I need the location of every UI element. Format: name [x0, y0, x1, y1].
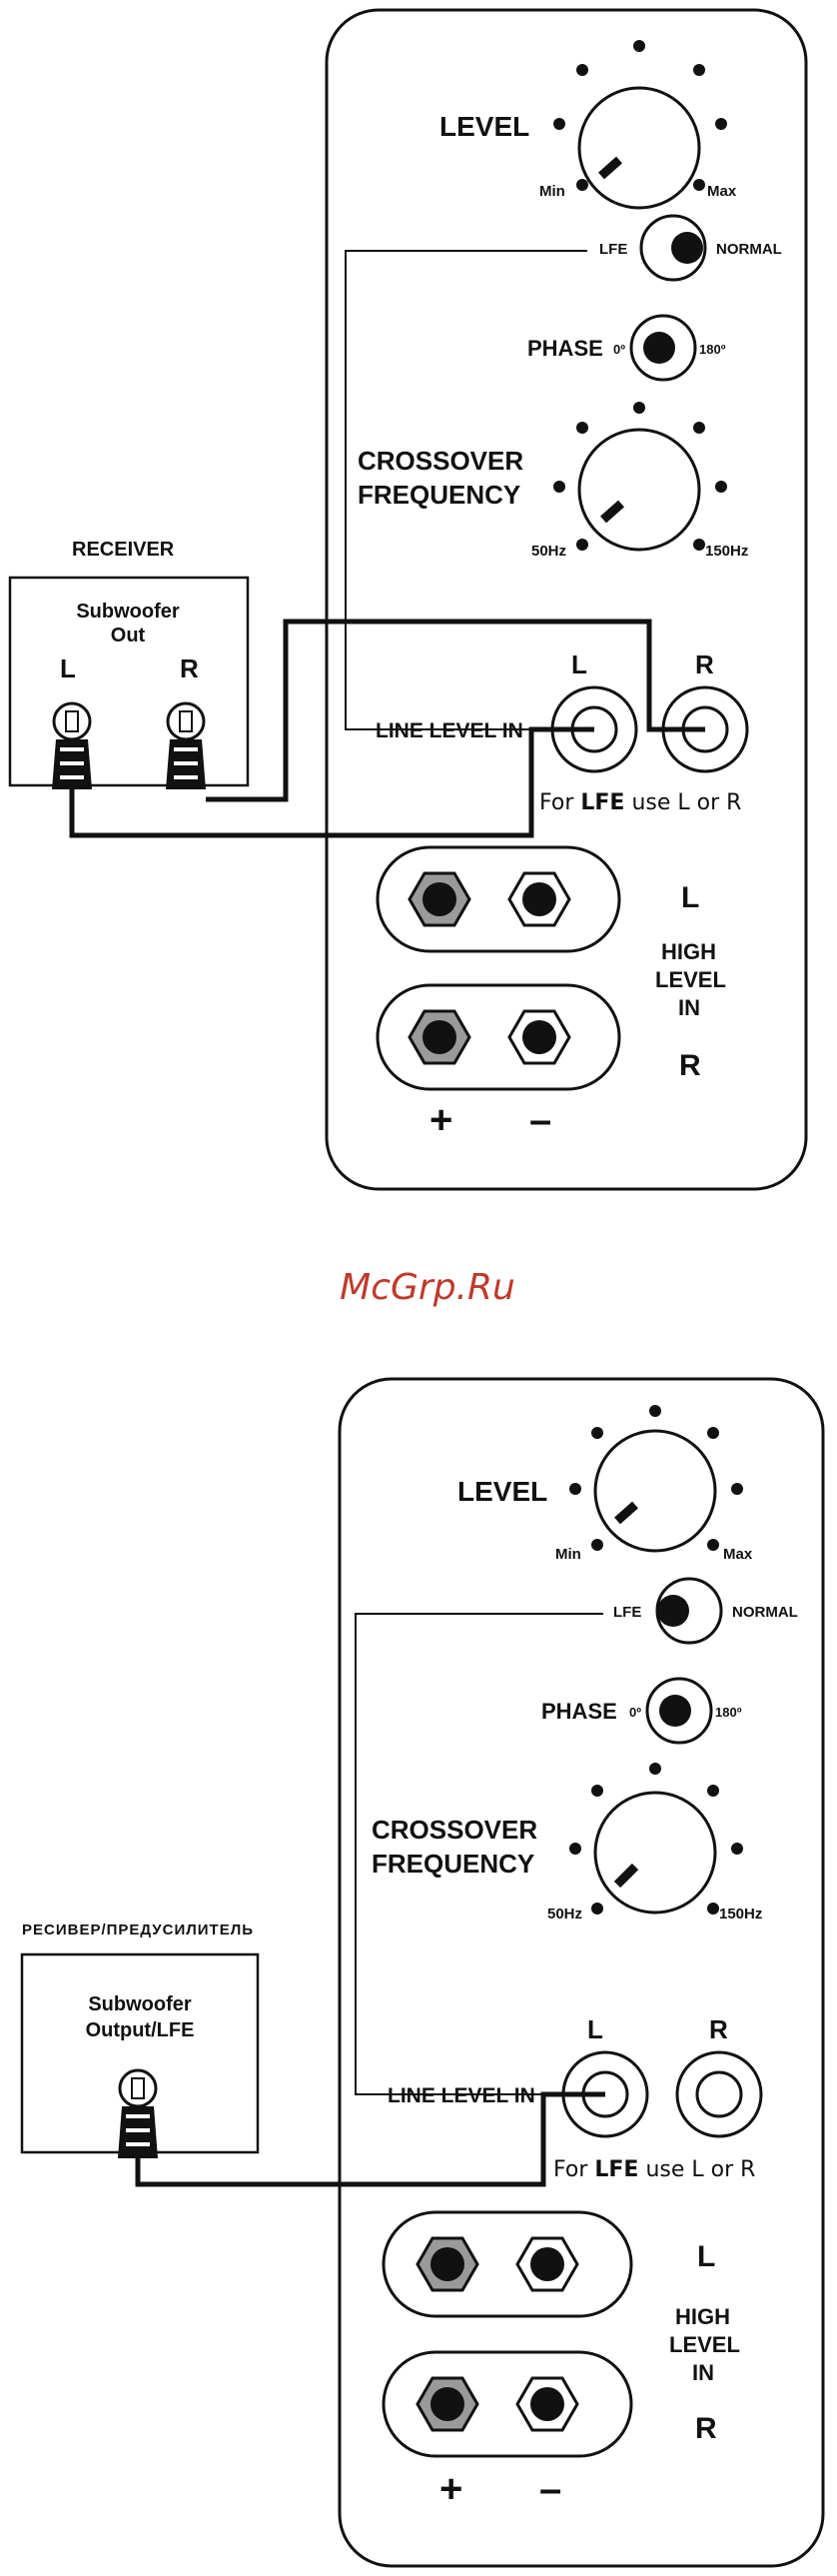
receiver-jack-l-label: L [60, 653, 76, 683]
plus-label: + [429, 1098, 452, 1142]
receiver-line1: Subwoofer [76, 601, 180, 623]
hz150-label: 150Hz [719, 1906, 762, 1923]
level-pointer [614, 1501, 638, 1525]
receiver-line2: Output/LFE [86, 2019, 195, 2041]
high-level-terminals-r [376, 983, 621, 1091]
lfe-normal-switch [655, 1577, 723, 1645]
high-l-label: L [697, 2240, 715, 2273]
level-label: LEVEL [457, 1476, 547, 1507]
rca-plug-l [52, 701, 92, 789]
lfe-normal-switch [639, 214, 707, 282]
high-r-label: R [679, 1049, 701, 1082]
crossover-pointer [613, 1863, 639, 1889]
crossover-label-2: FREQUENCY [358, 480, 520, 510]
phase-switch [629, 314, 697, 382]
crossover-knob [553, 402, 727, 552]
watermark: McGrp.Ru [340, 1267, 515, 1308]
receiver-line2: Out [111, 625, 146, 646]
high-label-2: LEVEL [669, 2332, 740, 2357]
phase-label: PHASE [541, 1699, 617, 1724]
level-pointer [598, 156, 622, 180]
line-r-label: R [709, 2014, 728, 2044]
cables-bottom [135, 1613, 605, 2187]
level-knob [569, 1405, 743, 1553]
receiver-top: RECEIVER Subwoofer Out L R [8, 539, 250, 789]
hz150-label: 150Hz [705, 543, 748, 560]
normal-label: NORMAL [716, 241, 782, 258]
level-label: LEVEL [439, 111, 529, 142]
lfe-guide-line [355, 1613, 603, 2095]
hz50-label: 50Hz [547, 1906, 582, 1923]
level-max-label: Max [723, 1546, 753, 1563]
cable-left [69, 726, 594, 838]
rca-plug-r [166, 701, 206, 789]
line-r-label: R [695, 649, 714, 679]
crossover-label-1: CROSSOVER [358, 446, 523, 476]
cable-right [206, 619, 705, 802]
crossover-knob [569, 1763, 743, 1915]
phase-0-label: 0º [629, 1705, 641, 1720]
line-level-in-label: LINE LEVEL IN [376, 719, 523, 742]
high-level-terminals-r [382, 2350, 633, 2458]
high-level-terminals-l [382, 2210, 633, 2318]
plus-label: + [439, 2467, 462, 2511]
high-label-3: IN [678, 995, 700, 1020]
normal-label: NORMAL [732, 1604, 798, 1621]
crossover-label-2: FREQUENCY [372, 1849, 534, 1879]
phase-switch [645, 1677, 713, 1745]
crossover-pointer [600, 500, 624, 524]
cable-lfe [135, 2091, 605, 2187]
subwoofer-panel-bottom: LEVEL Min Max LFE NORMAL PHASE 0º 180º [338, 1377, 825, 2568]
phase-180-label: 180º [699, 342, 726, 357]
receiver-box [8, 576, 250, 787]
line-jack-r [675, 2050, 763, 2138]
phase-0-label: 0º [613, 342, 625, 357]
minus-label: – [539, 2467, 561, 2511]
level-min-label: Min [555, 1546, 581, 1563]
receiver-bottom: РЕСИВЕР/ПРЕДУСИЛИТЕЛЬ Subwoofer Output/L… [20, 1922, 260, 2158]
high-label-1: HIGH [675, 2304, 730, 2329]
lfe-guide-line [345, 250, 587, 730]
rca-plug [118, 2068, 158, 2158]
line-l-label: L [587, 2014, 603, 2044]
minus-label: – [529, 1098, 551, 1142]
receiver-title: RECEIVER [72, 539, 175, 561]
high-label-1: HIGH [661, 939, 716, 964]
high-label-3: IN [692, 2360, 714, 2385]
level-min-label: Min [539, 183, 565, 200]
cables-top [69, 250, 705, 838]
subwoofer-panel-top: LEVEL Min Max LFE NORMAL PHASE 0º 180º [325, 8, 808, 1191]
line-l-label: L [571, 649, 587, 679]
lfe-label: LFE [599, 241, 627, 258]
receiver-jack-r-label: R [180, 653, 199, 683]
high-l-label: L [681, 881, 699, 914]
receiver-title: РЕСИВЕР/ПРЕДУСИЛИТЕЛЬ [22, 1922, 254, 1938]
high-level-terminals-l [376, 845, 621, 953]
level-knob [553, 40, 727, 210]
line-level-in-label: LINE LEVEL IN [388, 2084, 535, 2107]
phase-180-label: 180º [715, 1705, 742, 1720]
high-r-label: R [695, 2412, 717, 2445]
hz50-label: 50Hz [531, 543, 566, 560]
receiver-line1: Subwoofer [88, 1993, 192, 2015]
crossover-label-1: CROSSOVER [372, 1815, 537, 1845]
high-label-2: LEVEL [655, 967, 726, 992]
level-max-label: Max [707, 183, 737, 200]
lfe-note: For LFE use L or R [539, 790, 741, 815]
phase-label: PHASE [527, 336, 603, 361]
lfe-note: For LFE use L or R [553, 2157, 755, 2182]
lfe-label: LFE [613, 1604, 641, 1621]
